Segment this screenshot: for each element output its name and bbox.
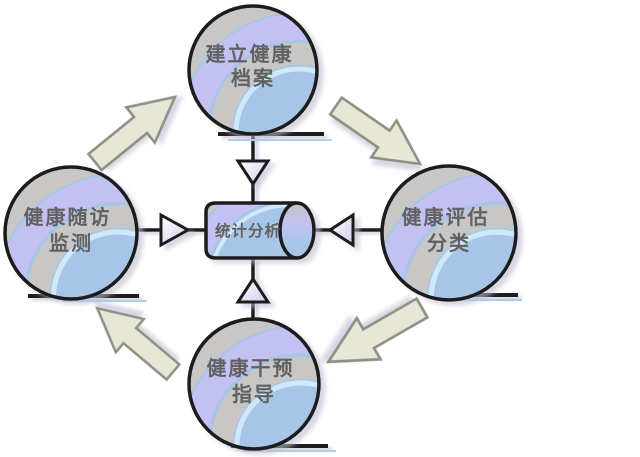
node-top-label: 建立健康 档案 — [206, 42, 301, 90]
center-cylinder-label: 统计分析 — [215, 221, 281, 240]
arrowhead-right-left-icon — [327, 212, 355, 248]
node-top — [187, 4, 319, 136]
node-bottom — [187, 317, 321, 451]
node-bottom-label: 健康干预 指导 — [207, 356, 302, 406]
flow-arrow-right-to-bottom — [315, 286, 436, 384]
node-right-label: 健康评估 分类 — [402, 205, 497, 255]
node-left — [3, 165, 139, 301]
flow-arrow-bottom-to-left — [82, 290, 189, 390]
arrowhead-top-down-icon — [235, 159, 271, 187]
flow-arrow-top-to-right — [321, 86, 434, 184]
flow-arrow-left-to-top — [79, 78, 191, 181]
node-right-sphere — [361, 162, 634, 435]
connector-arrowheads — [159, 159, 355, 304]
node-right — [361, 162, 634, 435]
node-left-label: 健康随访 监测 — [24, 205, 119, 255]
arrowhead-left-right-icon — [159, 212, 192, 248]
arrowhead-bottom-up-icon — [235, 276, 271, 304]
cylinder-cap — [278, 201, 316, 260]
center-cylinder — [204, 201, 316, 260]
